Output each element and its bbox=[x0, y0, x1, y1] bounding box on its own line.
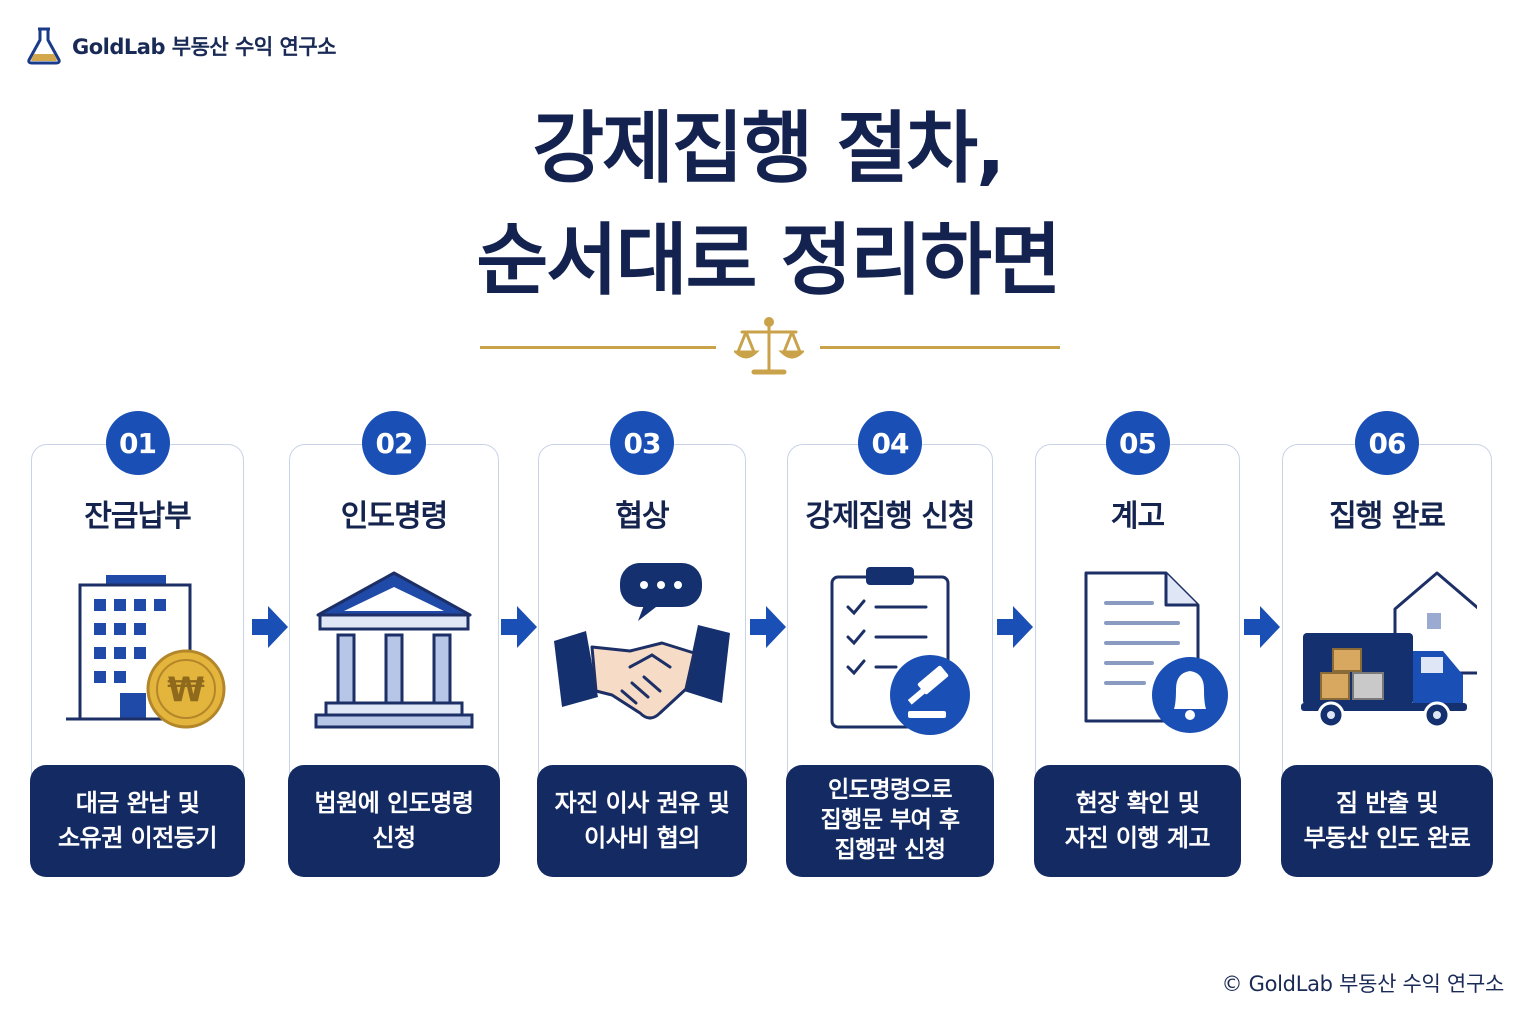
step-desc-line: 소유권 이전등기 bbox=[58, 824, 217, 852]
balance-scale-icon bbox=[734, 317, 804, 375]
arrow-right-icon bbox=[750, 606, 786, 648]
step-title: 집행 완료 bbox=[1329, 499, 1446, 534]
step-desc-line: 대금 완납 및 bbox=[75, 789, 200, 818]
moving-truck-icon bbox=[1301, 571, 1477, 729]
arrow-right-icon bbox=[1244, 606, 1280, 648]
step-number-badge: 06 bbox=[1355, 411, 1419, 475]
step-description: 현장 확인 및 자진 이행 계고 bbox=[1034, 765, 1241, 877]
divider-line-right bbox=[820, 346, 1060, 349]
building-coin-icon: ₩ bbox=[65, 575, 225, 729]
step-desc-line: 신청 bbox=[372, 824, 416, 852]
step-desc-line: 집행문 부여 후 bbox=[820, 807, 960, 834]
handshake-icon bbox=[554, 563, 730, 720]
step-desc-line: 법원에 인도명령 bbox=[314, 789, 474, 818]
step-desc-line: 이사비 협의 bbox=[584, 824, 700, 852]
svg-text:₩: ₩ bbox=[167, 670, 205, 710]
step-desc-line: 부동산 인도 완료 bbox=[1303, 824, 1471, 852]
step-desc-line: 짐 반출 및 bbox=[1335, 789, 1439, 818]
step-number-badge: 04 bbox=[858, 411, 922, 475]
divider-line-left bbox=[480, 346, 716, 349]
page-title-line1: 강제집행 절차, bbox=[532, 104, 1005, 194]
step-description: 대금 완납 및 소유권 이전등기 bbox=[30, 765, 245, 877]
page-title-line2: 순서대로 정리하면 bbox=[476, 216, 1061, 306]
arrow-right-icon bbox=[501, 606, 537, 648]
brand-name: GoldLab 부동산 수익 연구소 bbox=[72, 35, 336, 59]
step-title: 잔금납부 bbox=[84, 499, 191, 534]
step-card-5: 05 계고 현장 확인 및 자진 이행 계고 bbox=[1034, 411, 1241, 877]
step-description: 인도명령으로 집행문 부여 후 집행관 신청 bbox=[786, 765, 994, 877]
step-desc-line: 인도명령으로 bbox=[828, 777, 952, 804]
arrow-right-icon bbox=[997, 606, 1033, 648]
step-number-badge: 03 bbox=[610, 411, 674, 475]
arrow-right-icon bbox=[252, 606, 288, 648]
notice-bell-icon bbox=[1084, 571, 1228, 733]
step-card-1: 01 잔금납부 ₩ 대금 완납 및 소유권 이전등기 bbox=[30, 411, 245, 877]
step-title: 협상 bbox=[615, 499, 669, 534]
step-desc-line: 자진 이사 권유 및 bbox=[554, 789, 730, 818]
courthouse-icon bbox=[314, 571, 474, 729]
step-title: 인도명령 bbox=[340, 499, 448, 534]
step-title: 계고 bbox=[1110, 499, 1165, 534]
step-desc-line: 자진 이행 계고 bbox=[1064, 824, 1211, 852]
step-number-badge: 05 bbox=[1105, 411, 1170, 475]
flask-icon bbox=[27, 27, 61, 65]
step-card-4: 04 강제집행 신청 인도명령으로 집행문 부여 후 집행관 신청 bbox=[786, 411, 994, 877]
step-desc-line: 현장 확인 및 bbox=[1075, 789, 1200, 818]
step-desc-line: 집행관 신청 bbox=[834, 836, 946, 863]
step-description: 짐 반출 및 부동산 인도 완료 bbox=[1281, 765, 1493, 877]
step-number-badge: 01 bbox=[105, 411, 170, 475]
copyright-text: © GoldLab 부동산 수익 연구소 bbox=[1221, 972, 1505, 996]
step-description: 자진 이사 권유 및 이사비 협의 bbox=[537, 765, 747, 877]
step-card-3: 03 협상 자진 이사 권유 및 이사비 협의 bbox=[537, 411, 747, 877]
title-divider bbox=[480, 316, 1060, 380]
step-description: 법원에 인도명령 신청 bbox=[288, 765, 500, 877]
step-title: 강제집행 신청 bbox=[805, 499, 975, 534]
clipboard-gavel-icon bbox=[830, 567, 970, 735]
brand: GoldLab 부동산 수익 연구소 bbox=[26, 26, 336, 66]
step-card-6: 06 집행 완료 짐 반출 및 부동산 인도 완료 bbox=[1281, 411, 1493, 877]
step-card-2: 02 인도명령 법원에 인도명령 신청 bbox=[288, 411, 500, 877]
step-number-badge: 02 bbox=[362, 411, 426, 475]
